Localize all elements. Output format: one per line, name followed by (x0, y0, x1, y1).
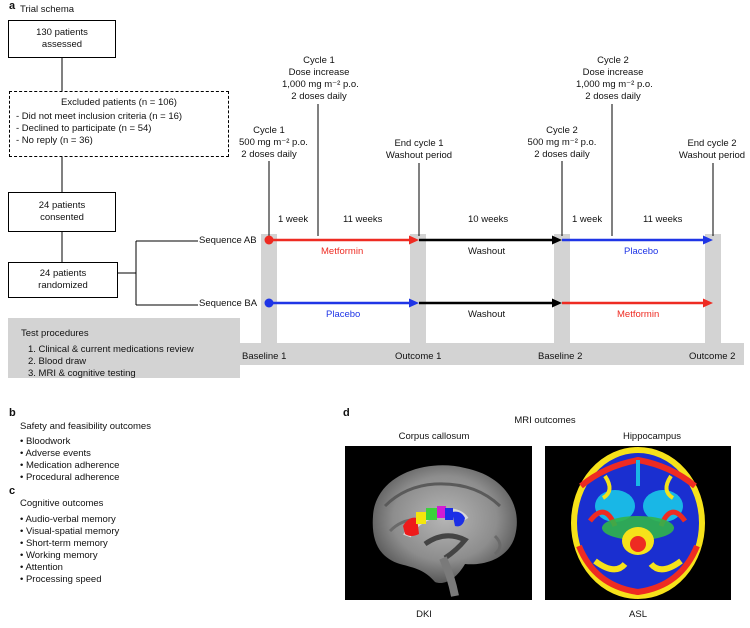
procedures-box-bg (8, 318, 240, 378)
flow-connectors (61, 57, 714, 306)
panel-a-label: a (9, 0, 16, 12)
excluded-item: - Declined to participate (n = 54) (16, 123, 152, 134)
panel-c-label: c (9, 485, 16, 497)
safety-item: Adverse events (20, 448, 119, 460)
duration-label: 11 weeks (643, 214, 683, 225)
cognitive-item: Audio-verbal memory (20, 514, 119, 526)
excluded-item: - No reply (n = 36) (16, 135, 93, 146)
assessed-line-2: assessed (41, 39, 83, 50)
test-procedure-bars (8, 234, 744, 378)
randomized-box: 24 patients randomized (8, 262, 118, 298)
duration-label: 1 week (572, 214, 603, 225)
ba-washout-label: Washout (468, 309, 506, 320)
asl-axial-brain (571, 447, 705, 599)
bar-outcome1 (410, 234, 426, 344)
ab-metformin-label: Metformin (321, 246, 364, 257)
dki-caption: DKI (416, 609, 432, 620)
asl-caption: ASL (629, 609, 647, 620)
test-procedures-title: Test procedures (21, 328, 89, 339)
panel-b-label: b (9, 407, 16, 419)
consented-line-2: consented (40, 212, 84, 223)
cognitive-item: Working memory (20, 550, 119, 562)
assessed-box: 130 patients assessed (8, 20, 116, 58)
mri-outcomes-title: MRI outcomes (514, 415, 576, 426)
test-procedures-list: 1. Clinical & current medications review… (28, 344, 194, 380)
asl-brain-image (545, 446, 731, 600)
cognitive-item: Visual-spatial memory (20, 526, 119, 538)
trial-schema-title: Trial schema (20, 4, 75, 15)
randomized-line-2: randomized (38, 280, 88, 291)
ba-placebo-label: Placebo (326, 309, 361, 320)
cognitive-list: Audio-verbal memory Visual-spatial memor… (20, 514, 119, 586)
test-procedure-item: 2. Blood draw (28, 356, 87, 367)
hippocampus-title: Hippocampus (622, 431, 682, 442)
duration-label: 1 week (278, 214, 309, 225)
consented-box: 24 patients consented (8, 192, 116, 232)
cognitive-title: Cognitive outcomes (20, 498, 104, 509)
sequence-ab-arrows (264, 235, 713, 245)
dki-sagittal-brain (372, 465, 517, 597)
ba-metformin-label: Metformin (617, 309, 660, 320)
timepoint-label: Outcome 1 (395, 351, 442, 362)
timepoint-label: Outcome 2 (689, 351, 736, 362)
ab-placebo-label: Placebo (624, 246, 659, 257)
ab-washout-label: Washout (468, 246, 506, 257)
excluded-item: - Did not meet inclusion criteria (n = 1… (16, 111, 183, 122)
corpus-callosum-title: Corpus callosum (398, 431, 470, 442)
safety-title: Safety and feasibility outcomes (20, 421, 151, 432)
dki-brain-image (345, 446, 532, 600)
safety-list: Bloodwork Adverse events Medication adhe… (20, 436, 119, 484)
bar-outcome2 (705, 234, 721, 344)
panel-d-label: d (343, 407, 350, 419)
bar-baseline2 (554, 234, 570, 344)
excluded-box: Excluded patients (n = 106) - Did not me… (9, 91, 229, 157)
test-procedure-item: 1. Clinical & current medications review (28, 344, 194, 355)
consented-line-1: 24 patients (38, 200, 86, 211)
duration-label: 11 weeks (343, 214, 383, 225)
sequence-ba-arrows (264, 298, 713, 308)
timepoint-label: Baseline 2 (538, 351, 583, 362)
sequence-ab-label: Sequence AB (199, 235, 257, 246)
sequence-ba-label: Sequence BA (199, 298, 258, 309)
randomized-line-1: 24 patients (39, 268, 87, 279)
excluded-title: Excluded patients (n = 106) (61, 97, 177, 108)
corpus-callosum-segments (403, 506, 465, 536)
timepoint-label: Baseline 1 (242, 351, 287, 362)
cognitive-item: Attention (20, 562, 119, 574)
cognitive-item: Short-term memory (20, 538, 119, 550)
safety-item: Procedural adherence (20, 472, 119, 484)
assessed-line-1: 130 patients (36, 27, 88, 38)
safety-item: Medication adherence (20, 460, 119, 472)
duration-label: 10 weeks (468, 214, 509, 225)
safety-item: Bloodwork (20, 436, 119, 448)
cognitive-item: Processing speed (20, 574, 119, 586)
bar-baseline1 (261, 234, 277, 344)
trial-schema-diagram (8, 57, 744, 378)
timeline-baseline-band (240, 343, 744, 365)
test-procedure-item: 3. MRI & cognitive testing (28, 368, 136, 379)
